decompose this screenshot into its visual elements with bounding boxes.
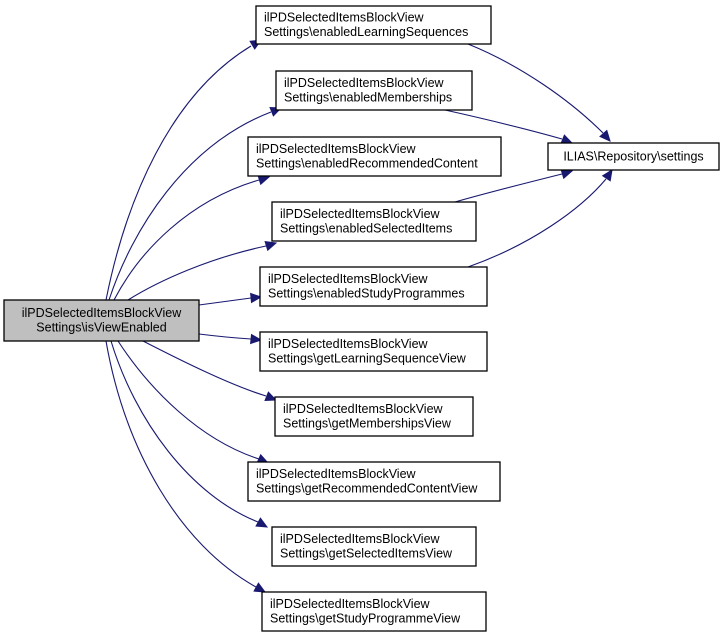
edge-root-to-n10 bbox=[105, 340, 267, 593]
node-n7[interactable]: ilPDSelectedItemsBlockViewSettings\getMe… bbox=[274, 396, 474, 437]
node-n9[interactable]: ilPDSelectedItemsBlockViewSettings\getSe… bbox=[271, 526, 477, 567]
node-box[interactable] bbox=[275, 70, 473, 111]
arrowhead-icon bbox=[255, 517, 269, 528]
node-box[interactable] bbox=[247, 136, 502, 177]
node-method-label: Settings\enabledRecommendedContent bbox=[256, 157, 478, 171]
edge-root-to-n7 bbox=[142, 340, 278, 401]
node-n3[interactable]: ilPDSelectedItemsBlockViewSettings\enabl… bbox=[247, 136, 502, 177]
node-class-label: ilPDSelectedItemsBlockView bbox=[22, 306, 183, 320]
node-box[interactable] bbox=[247, 461, 501, 502]
edge-line bbox=[127, 245, 267, 301]
node-class-label: ilPDSelectedItemsBlockView bbox=[268, 272, 429, 286]
arrowhead-icon bbox=[264, 391, 278, 401]
edge-root-to-n3 bbox=[113, 174, 271, 301]
node-method-label: Settings\enabledStudyProgrammes bbox=[268, 287, 465, 301]
edge-line bbox=[108, 111, 272, 301]
arrowhead-icon bbox=[264, 240, 278, 252]
node-method-label: ILIAS\Repository\settings bbox=[563, 149, 703, 163]
node-n4[interactable]: ilPDSelectedItemsBlockViewSettings\enabl… bbox=[271, 201, 477, 242]
node-class-label: ilPDSelectedItemsBlockView bbox=[280, 207, 441, 221]
node-method-label: Settings\enabledSelectedItems bbox=[280, 222, 452, 236]
arrowhead-icon bbox=[601, 168, 613, 182]
arrowhead-icon bbox=[560, 134, 574, 144]
edge-n2-to-ilias bbox=[444, 109, 574, 144]
edge-n1-to-ilias bbox=[467, 43, 611, 142]
node-ilias[interactable]: ILIAS\Repository\settings bbox=[547, 142, 720, 171]
edge-root-to-n5 bbox=[198, 292, 263, 306]
edge-line bbox=[444, 109, 563, 140]
edge-line bbox=[467, 178, 607, 268]
arrowhead-icon bbox=[257, 174, 271, 186]
node-box[interactable] bbox=[274, 396, 474, 437]
focus-node-root[interactable]: ilPDSelectedItemsBlockViewSettings\isVie… bbox=[3, 299, 200, 342]
nodes-layer: ilPDSelectedItemsBlockViewSettings\isVie… bbox=[3, 5, 720, 632]
node-box[interactable] bbox=[3, 299, 200, 342]
edge-root-to-n9 bbox=[110, 340, 269, 528]
node-box[interactable] bbox=[259, 331, 488, 372]
edge-line bbox=[117, 340, 260, 460]
edge-line bbox=[105, 340, 257, 588]
node-class-label: ilPDSelectedItemsBlockView bbox=[284, 76, 445, 90]
arrowhead-icon bbox=[599, 129, 611, 142]
node-box[interactable] bbox=[547, 142, 720, 171]
edge-root-to-n4 bbox=[127, 240, 278, 301]
node-n6[interactable]: ilPDSelectedItemsBlockViewSettings\getLe… bbox=[259, 331, 488, 372]
arrowhead-icon bbox=[560, 168, 574, 180]
edge-line bbox=[105, 45, 252, 301]
node-box[interactable] bbox=[255, 5, 492, 45]
arrowhead-icon bbox=[253, 582, 267, 593]
edge-root-to-n1 bbox=[105, 39, 263, 301]
node-method-label: Settings\getMembershipsView bbox=[283, 417, 452, 431]
node-class-label: ilPDSelectedItemsBlockView bbox=[264, 11, 425, 25]
node-class-label: ilPDSelectedItemsBlockView bbox=[256, 142, 417, 156]
node-n1[interactable]: ilPDSelectedItemsBlockViewSettings\enabl… bbox=[255, 5, 492, 45]
edge-root-to-n8 bbox=[117, 340, 270, 464]
node-method-label: Settings\getLearningSequenceView bbox=[268, 352, 467, 366]
node-method-label: Settings\isViewEnabled bbox=[36, 321, 166, 335]
arrowhead-icon bbox=[250, 292, 263, 304]
node-method-label: Settings\enabledMemberships bbox=[284, 91, 452, 105]
node-method-label: Settings\getSelectedItemsView bbox=[280, 547, 453, 561]
edge-root-to-n6 bbox=[198, 333, 263, 345]
node-method-label: Settings\getRecommendedContentView bbox=[256, 482, 478, 496]
edge-line bbox=[198, 297, 252, 306]
edge-line bbox=[110, 340, 259, 523]
edge-line bbox=[142, 340, 267, 397]
node-class-label: ilPDSelectedItemsBlockView bbox=[268, 337, 429, 351]
edge-line bbox=[113, 179, 260, 301]
node-box[interactable] bbox=[261, 591, 487, 632]
node-class-label: ilPDSelectedItemsBlockView bbox=[256, 467, 417, 481]
node-n10[interactable]: ilPDSelectedItemsBlockViewSettings\getSt… bbox=[261, 591, 487, 632]
arrowhead-icon bbox=[250, 333, 263, 345]
edge-n5-to-ilias bbox=[467, 168, 613, 268]
edge-line bbox=[467, 43, 604, 134]
node-box[interactable] bbox=[271, 201, 477, 242]
edge-line bbox=[454, 173, 563, 203]
node-method-label: Settings\getStudyProgrammeView bbox=[270, 612, 461, 626]
node-method-label: Settings\enabledLearningSequences bbox=[264, 25, 468, 39]
node-n8[interactable]: ilPDSelectedItemsBlockViewSettings\getRe… bbox=[247, 461, 501, 502]
node-class-label: ilPDSelectedItemsBlockView bbox=[270, 597, 431, 611]
node-n5[interactable]: ilPDSelectedItemsBlockViewSettings\enabl… bbox=[259, 266, 488, 307]
node-box[interactable] bbox=[259, 266, 488, 307]
node-n2[interactable]: ilPDSelectedItemsBlockViewSettings\enabl… bbox=[275, 70, 473, 111]
node-class-label: ilPDSelectedItemsBlockView bbox=[283, 402, 444, 416]
node-class-label: ilPDSelectedItemsBlockView bbox=[280, 532, 441, 546]
edges-layer bbox=[105, 39, 613, 593]
node-box[interactable] bbox=[271, 526, 477, 567]
edge-line bbox=[198, 333, 252, 340]
